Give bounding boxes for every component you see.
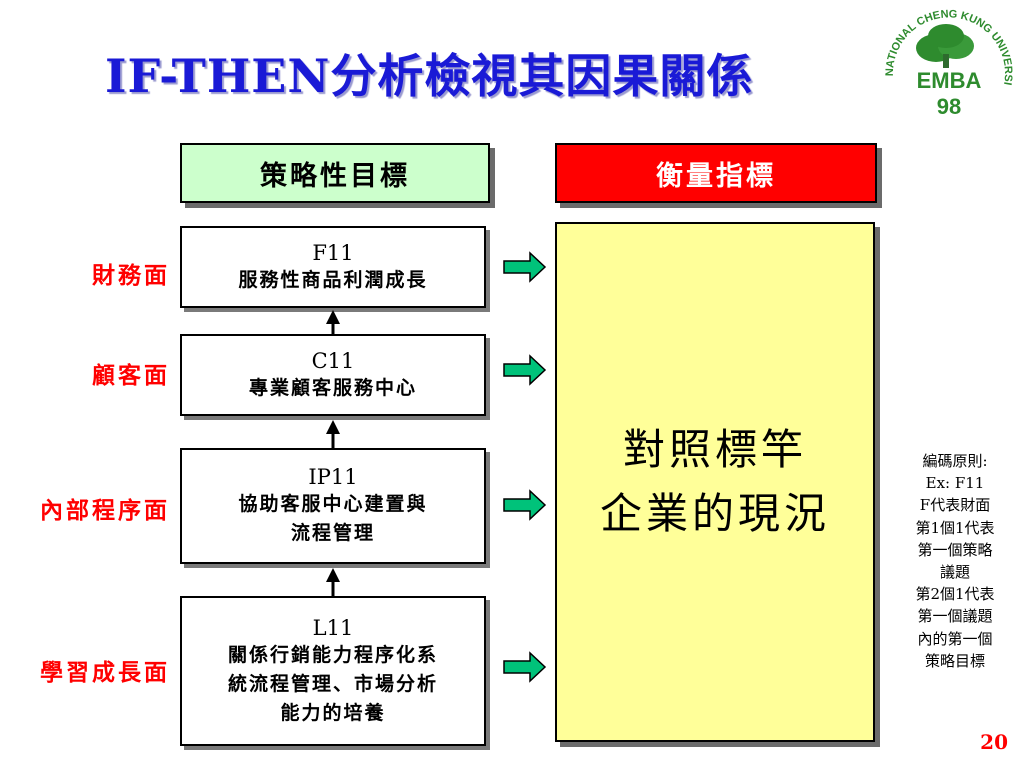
benchmark-box: 對照標竿 企業的現況	[555, 222, 875, 742]
perspective-label-customer: 顧客面	[92, 362, 170, 389]
up-arrow-icon	[326, 568, 340, 596]
logo-program: EMBA	[917, 68, 982, 93]
strategy-objective-header: 策略性目標	[180, 143, 490, 203]
objective-desc: 專業顧客服務中心	[248, 376, 417, 399]
note-line: 編碼原則:	[922, 452, 988, 470]
objective-code: C11	[311, 348, 355, 373]
right-arrow-icon	[503, 251, 547, 283]
right-arrow-icon	[503, 489, 547, 521]
objective-box-customer: C11 專業顧客服務中心	[180, 334, 486, 416]
note-line: Ex: F11	[925, 474, 985, 493]
measure-header: 衡量指標	[555, 143, 877, 203]
objective-desc: 協助客服中心建置與	[238, 493, 428, 515]
note-line: F代表財面	[919, 496, 991, 515]
coding-note: 編碼原則: Ex: F11 F代表財面 第1個1代表 第一個策略 議題 第2個1…	[888, 450, 1022, 672]
note-line: 第一個策略	[917, 540, 993, 559]
right-arrow-icon	[503, 354, 547, 386]
objective-box-learning: L11 關係行銷能力程序化系 統流程管理、市場分析 能力的培養	[180, 596, 486, 746]
note-line: 議題	[939, 563, 970, 582]
up-arrow-icon	[326, 420, 340, 448]
objective-box-financial: F11 服務性商品利潤成長	[180, 226, 486, 308]
note-line: 第2個1代表	[915, 585, 995, 604]
objective-desc: 能力的培養	[280, 701, 386, 724]
benchmark-line-2: 企業的現況	[599, 489, 830, 538]
right-arrow-icon	[503, 651, 547, 683]
note-line: 第一個議題	[917, 607, 993, 626]
page-title: IF-THEN分析檢視其因果關係	[105, 49, 754, 103]
perspective-label-learning: 學習成長面	[40, 659, 170, 686]
benchmark-line-1: 對照標竿	[622, 425, 807, 474]
objective-desc: 服務性商品利潤成長	[238, 268, 428, 291]
objective-code: L11	[312, 615, 354, 640]
objective-code: IP11	[308, 465, 358, 489]
ncku-emba-logo: NATIONAL CHENG KUNG UNIVERSITY EMBA 98	[876, 6, 1014, 119]
note-line: 內的第一個	[917, 629, 993, 648]
objective-code: F11	[312, 240, 354, 265]
objective-box-internal: IP11 協助客服中心建置與 流程管理	[180, 448, 486, 564]
note-line: 策略目標	[924, 651, 985, 670]
up-arrow-icon	[326, 310, 340, 334]
note-line: 第1個1代表	[915, 518, 995, 537]
perspective-label-financial: 財務面	[92, 262, 170, 289]
tree-icon	[916, 24, 974, 68]
objective-desc: 統流程管理、市場分析	[227, 672, 438, 695]
perspective-label-internal: 內部程序面	[40, 497, 170, 524]
logo-year: 98	[937, 94, 961, 119]
objective-desc: 關係行銷能力程序化系	[227, 643, 438, 666]
objective-desc: 流程管理	[290, 522, 375, 544]
page-number: 20	[980, 730, 1008, 754]
